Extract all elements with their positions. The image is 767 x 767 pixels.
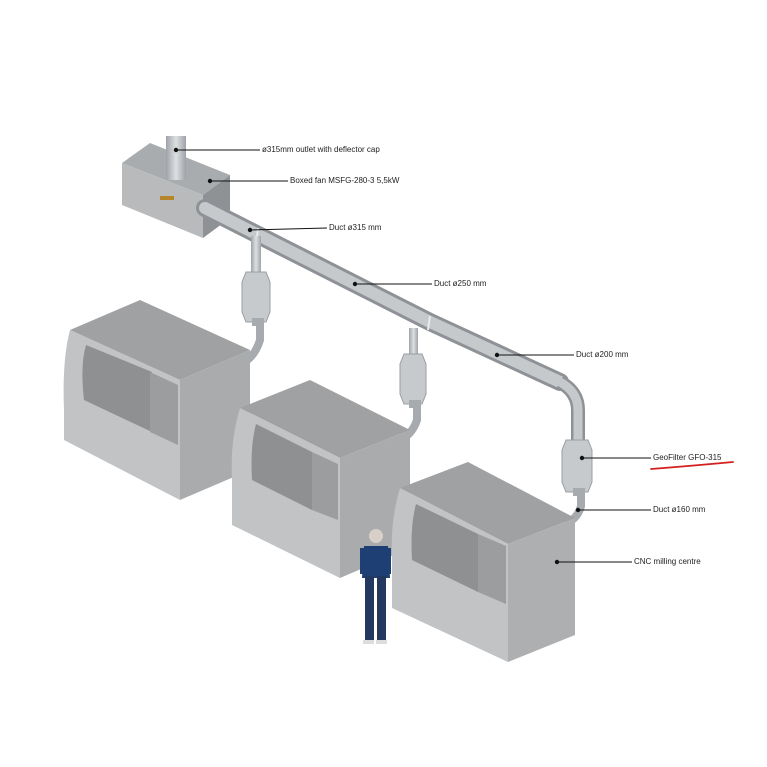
label-duct-315: Duct ø315 mm <box>329 223 382 232</box>
branch-1 <box>241 236 271 366</box>
label-cnc-milling-centre: CNC milling centre <box>634 557 701 566</box>
cnc-machine-2 <box>231 380 410 578</box>
label-duct-160: Duct ø160 mm <box>653 505 706 514</box>
annotation-underline <box>650 461 734 470</box>
label-geofilter: GeoFilter GFO-315 <box>653 453 722 462</box>
branch-2 <box>399 328 427 442</box>
cnc-machine-3 <box>391 462 575 662</box>
leader-lines <box>173 147 651 565</box>
cnc-machine-1 <box>63 300 250 500</box>
label-duct-200: Duct ø200 mm <box>576 350 629 359</box>
label-outlet: ø315mm outlet with deflector cap <box>262 145 380 154</box>
label-boxed-fan: Boxed fan MSFG-280-3 5,5kW <box>290 176 400 185</box>
label-duct-250: Duct ø250 mm <box>434 279 487 288</box>
main-duct <box>196 199 585 440</box>
operator-figure <box>360 529 391 644</box>
